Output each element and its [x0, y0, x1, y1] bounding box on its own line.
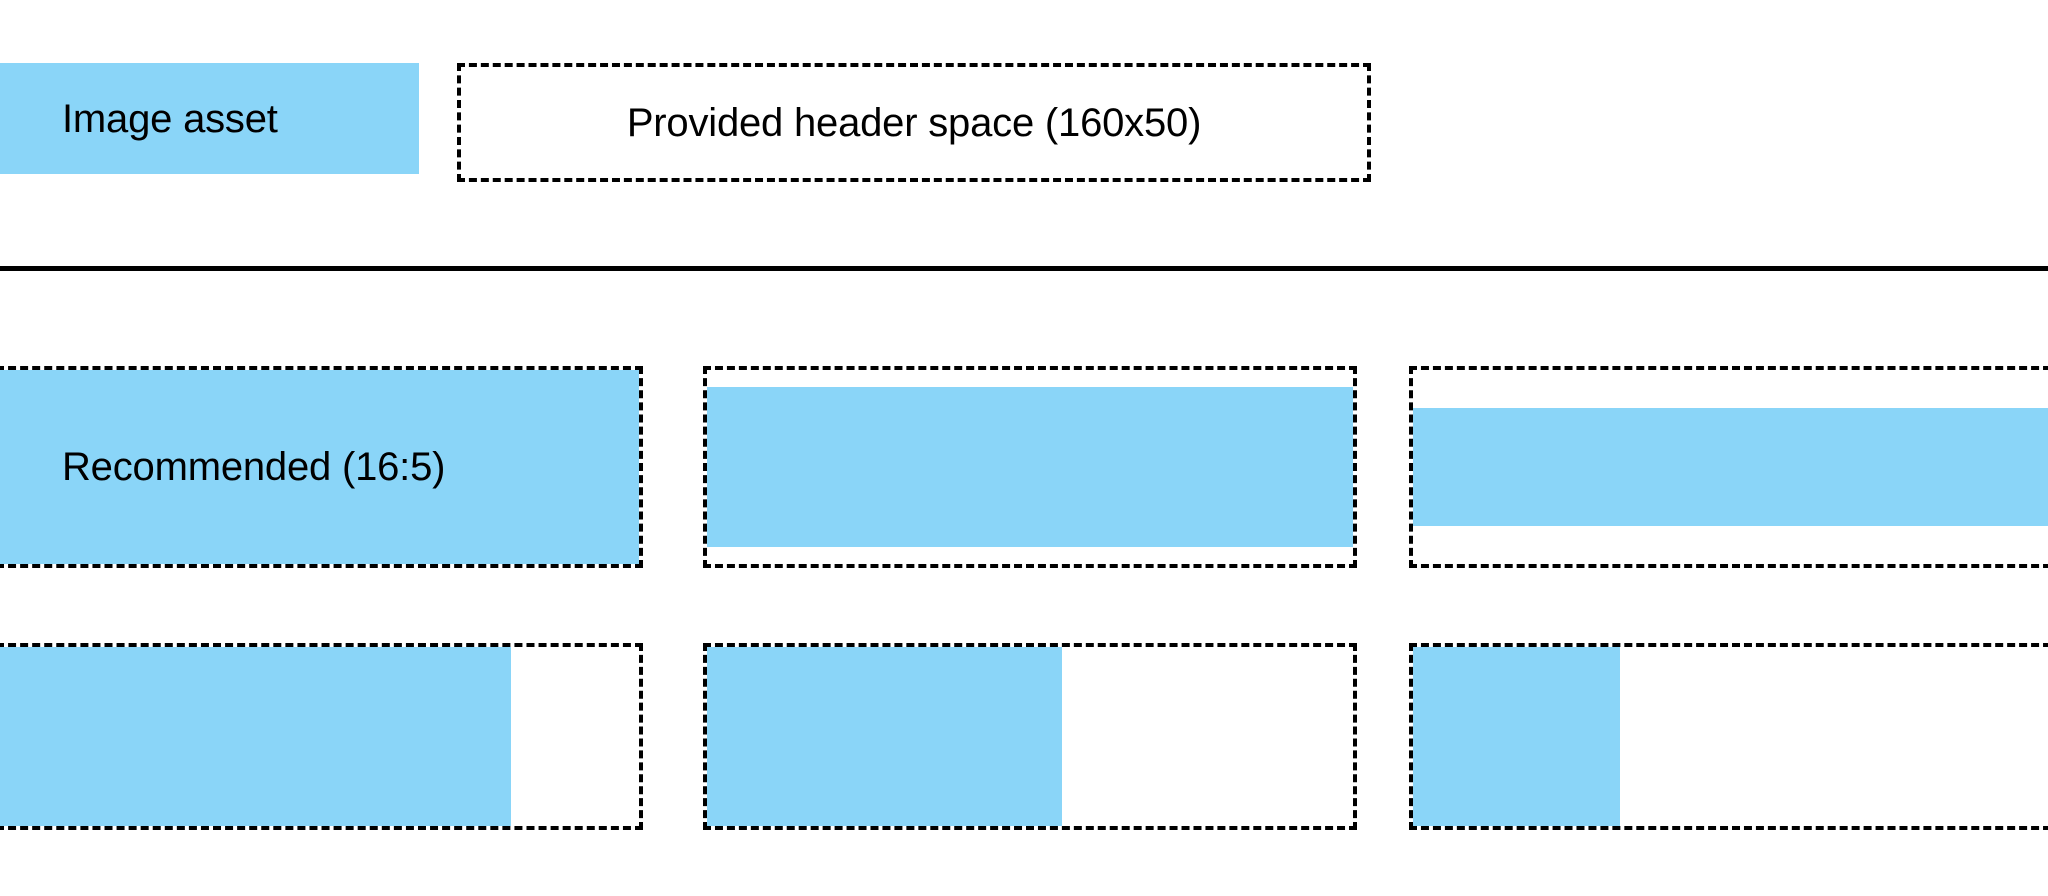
- slot-ratio-wide-partial: [0, 643, 643, 830]
- slot-ratio-narrow-partial: [1409, 643, 2048, 830]
- slot-fill-ratio-slightly-shorter: [707, 387, 1353, 547]
- slot-fill-ratio-medium-partial: [707, 647, 1063, 826]
- slot-fill-ratio-thin-band: [1413, 407, 2048, 527]
- slot-ratio-thin-band: [1409, 366, 2048, 568]
- provided-header-space-label: Provided header space (160x50): [626, 100, 1202, 145]
- slot-recommended-16-5: Recommended (16:5): [0, 366, 643, 568]
- image-asset-label: Image asset: [62, 96, 278, 141]
- header-row: Image asset Provided header space (160x5…: [0, 63, 2048, 182]
- image-asset-swatch: Image asset: [0, 63, 419, 174]
- slot-fill-ratio-narrow-partial: [1413, 647, 1620, 826]
- section-divider: [0, 266, 2048, 271]
- recommended-row: Recommended (16:5): [0, 366, 2048, 568]
- recommended-ratio-label: Recommended (16:5): [62, 445, 446, 489]
- slot-ratio-slightly-shorter: [703, 366, 1357, 568]
- slot-fill-recommended-16-5: [0, 370, 639, 564]
- slot-ratio-medium-partial: [703, 643, 1357, 830]
- secondary-row: [0, 643, 2048, 830]
- slot-fill-ratio-wide-partial: [0, 647, 512, 826]
- provided-header-space-box: Provided header space (160x50): [457, 63, 1371, 182]
